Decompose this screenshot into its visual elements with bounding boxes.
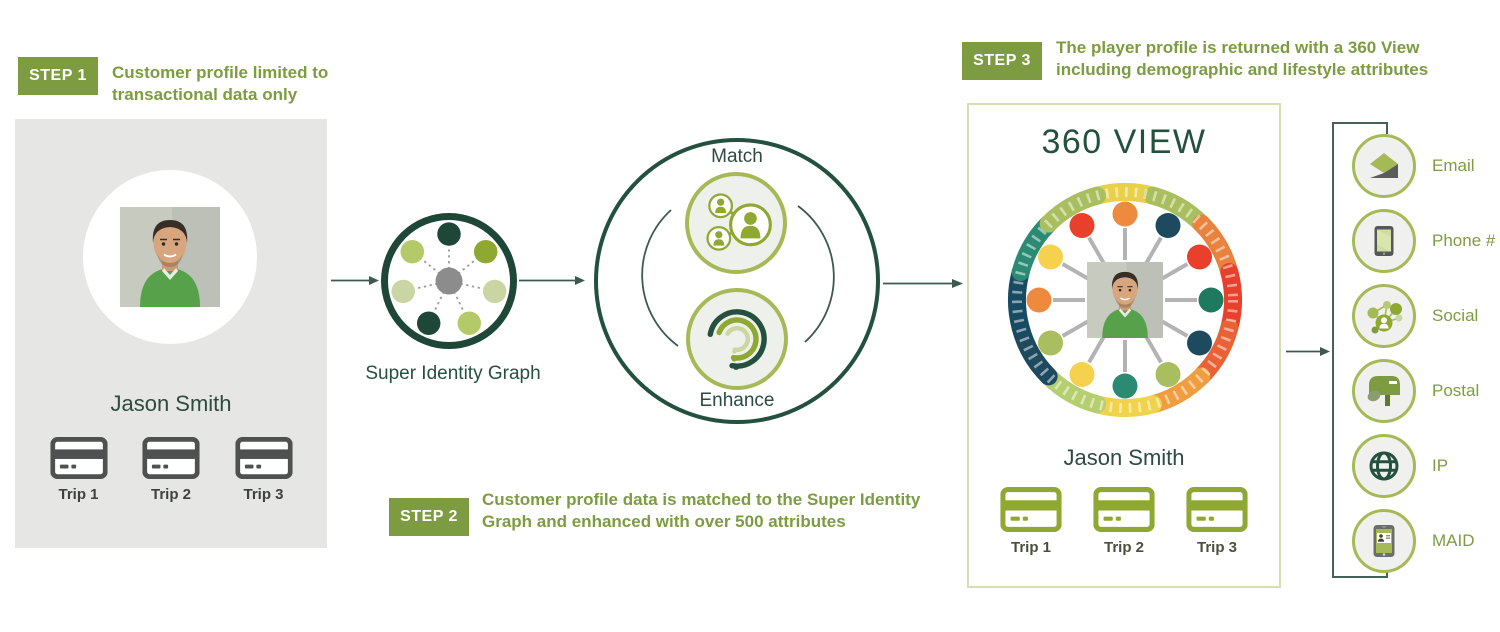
step1-badge: STEP 1 [18, 57, 98, 95]
step3-badge-label: STEP 3 [973, 52, 1031, 69]
avatar-ring [83, 170, 257, 344]
match-label: Match [711, 146, 763, 167]
social-icon [1367, 301, 1403, 334]
attribute-label: MAID [1432, 531, 1475, 550]
phone-icon [1374, 226, 1394, 256]
attribute-label: Social [1432, 306, 1479, 325]
match-enhance-cycle: Match [594, 138, 880, 424]
trip-item: Trip 2 [1093, 487, 1155, 556]
credit-card-icon [1093, 487, 1155, 532]
attribute-label: Email [1432, 156, 1475, 175]
step1-caption: Customer profile limited to transactiona… [112, 63, 329, 104]
step3-caption: The player profile is returned with a 36… [1056, 38, 1429, 79]
trip-label: Trip 2 [1103, 539, 1144, 556]
attribute-label: IP [1432, 456, 1449, 475]
mobile-id-icon [1373, 525, 1395, 557]
step3-badge: STEP 3 [962, 42, 1042, 80]
attribute-ip: IP [1352, 433, 1495, 499]
attribute-label: Phone # [1432, 231, 1496, 250]
identity-graph-icon [391, 222, 507, 335]
arrow-view-to-attributes [1286, 347, 1330, 356]
hub-dots [1026, 201, 1224, 399]
bracket-tick [1386, 122, 1388, 134]
360-view-panel: 360 VIEW [967, 103, 1281, 588]
super-identity-graph-label: Super Identity Graph [365, 363, 541, 384]
360-view-title: 360 VIEW [1041, 123, 1207, 161]
customer-name: Jason Smith [110, 391, 232, 416]
customer-profile-panel: Jason Smith Trip 1 Trip 2 Trip 3 [15, 119, 327, 548]
attribute-phone: Phone # [1352, 208, 1495, 274]
view-trips-row: Trip 1 Trip 2 Trip 3 [969, 487, 1279, 556]
attribute-maid: MAID [1352, 508, 1495, 574]
mailbox-icon [1367, 376, 1400, 406]
step1-badge-label: STEP 1 [29, 67, 87, 84]
360-attribute-hub [1008, 183, 1242, 417]
trip-label: Trip 3 [243, 486, 284, 503]
super-identity-graph-circle [381, 213, 517, 349]
trip-label: Trip 1 [1010, 539, 1051, 556]
enhance-label: Enhance [699, 390, 775, 411]
credit-card-icon [1186, 487, 1248, 532]
hub-spokes [1053, 228, 1197, 372]
trip-label: Trip 1 [58, 486, 99, 503]
credit-card-icon [50, 437, 108, 479]
trip-item: Trip 3 [1186, 487, 1248, 556]
trip-item: Trip 3 [235, 437, 293, 503]
trip-label: Trip 3 [1196, 539, 1237, 556]
trip-label: Trip 2 [150, 486, 191, 503]
attribute-email: Email [1352, 133, 1495, 199]
credit-card-icon [1000, 487, 1062, 532]
match-circle [685, 172, 787, 274]
step2-caption: Customer profile data is matched to the … [482, 490, 921, 531]
trips-row: Trip 1 Trip 2 Trip 3 [15, 437, 327, 503]
cycle-arrows [641, 205, 835, 347]
globe-icon [1369, 451, 1399, 481]
match-network-icon [706, 193, 772, 251]
trip-item: Trip 2 [142, 437, 200, 503]
attribute-label: Postal [1432, 381, 1480, 400]
email-icon [1370, 153, 1398, 178]
attribute-social: Social [1352, 283, 1495, 349]
trip-item: Trip 1 [50, 437, 108, 503]
step2-badge-label: STEP 2 [400, 508, 458, 525]
step2-badge: STEP 2 [389, 498, 469, 536]
enhance-circle [686, 288, 788, 390]
dna-wreath-icon [1008, 183, 1242, 417]
attribute-postal: Postal [1352, 358, 1495, 424]
credit-card-icon [142, 437, 200, 479]
arrow-profile-to-graph [331, 276, 379, 285]
enhance-spiral-icon [707, 309, 767, 370]
arrow-cycle-to-view [883, 279, 963, 288]
attributes-list: Email Phone # [1352, 133, 1495, 574]
arrow-graph-to-cycle [519, 276, 585, 285]
credit-card-icon [235, 437, 293, 479]
avatar [1087, 262, 1163, 338]
view-customer-name: Jason Smith [1063, 445, 1185, 470]
avatar [120, 207, 220, 307]
trip-item: Trip 1 [1000, 487, 1062, 556]
